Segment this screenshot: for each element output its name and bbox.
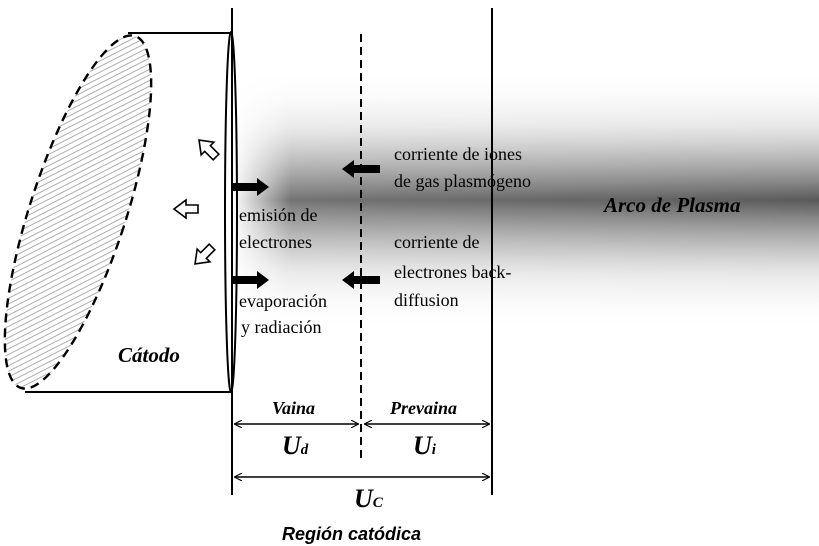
presheath-voltage-subscript: i: [431, 442, 436, 458]
cathode-voltage-label: UC: [354, 486, 383, 512]
backdiffusion-arrow-icon: [342, 271, 380, 289]
cathode-label: Cátodo: [118, 343, 180, 367]
presheath-voltage-symbol: U: [413, 431, 432, 460]
electron-emission-label-line2: electrones: [239, 232, 312, 252]
cathode-region-label: Región catódica: [282, 524, 422, 544]
hollow-arrow-icon: [194, 243, 216, 265]
electron-emission-arrow-icon: [231, 178, 269, 196]
sheath-voltage-symbol: U: [282, 431, 301, 460]
backdiffusion-label-line3: diffusion: [394, 290, 459, 310]
plasma-arc-fade: [232, 70, 819, 330]
ion-current-arrow-icon: [342, 160, 380, 178]
sheath-voltage-subscript: d: [300, 442, 309, 458]
ion-current-label-line1: corriente de iones: [394, 144, 522, 164]
sheath-label: Vaina: [272, 398, 316, 418]
backdiffusion-label-line1: corriente de: [394, 232, 480, 252]
hollow-arrow-icon: [172, 198, 199, 220]
radiation-arrows: [172, 139, 220, 265]
backdiffusion-label-line2: electrones back-: [394, 262, 512, 282]
flux-arrows: [231, 160, 380, 289]
sheath-voltage-label: Ud: [282, 433, 308, 459]
plasma-arc-label: Arco de Plasma: [604, 193, 741, 217]
cathode-voltage-subscript: C: [372, 495, 383, 511]
ion-current-label-line2: de gas plasmógeno: [394, 171, 531, 191]
presheath-voltage-label: Ui: [413, 433, 436, 459]
cathode-end-face: [3, 34, 153, 390]
evaporation-label-line1: evaporación: [239, 291, 327, 311]
evaporation-label-line2: y radiación: [241, 317, 322, 337]
evaporation-arrow-icon: [231, 271, 269, 289]
cathode-voltage-symbol: U: [354, 484, 373, 513]
electron-emission-label-line1: emisión de: [239, 205, 318, 225]
presheath-label: Prevaina: [390, 398, 457, 418]
hollow-arrow-icon: [198, 139, 220, 161]
